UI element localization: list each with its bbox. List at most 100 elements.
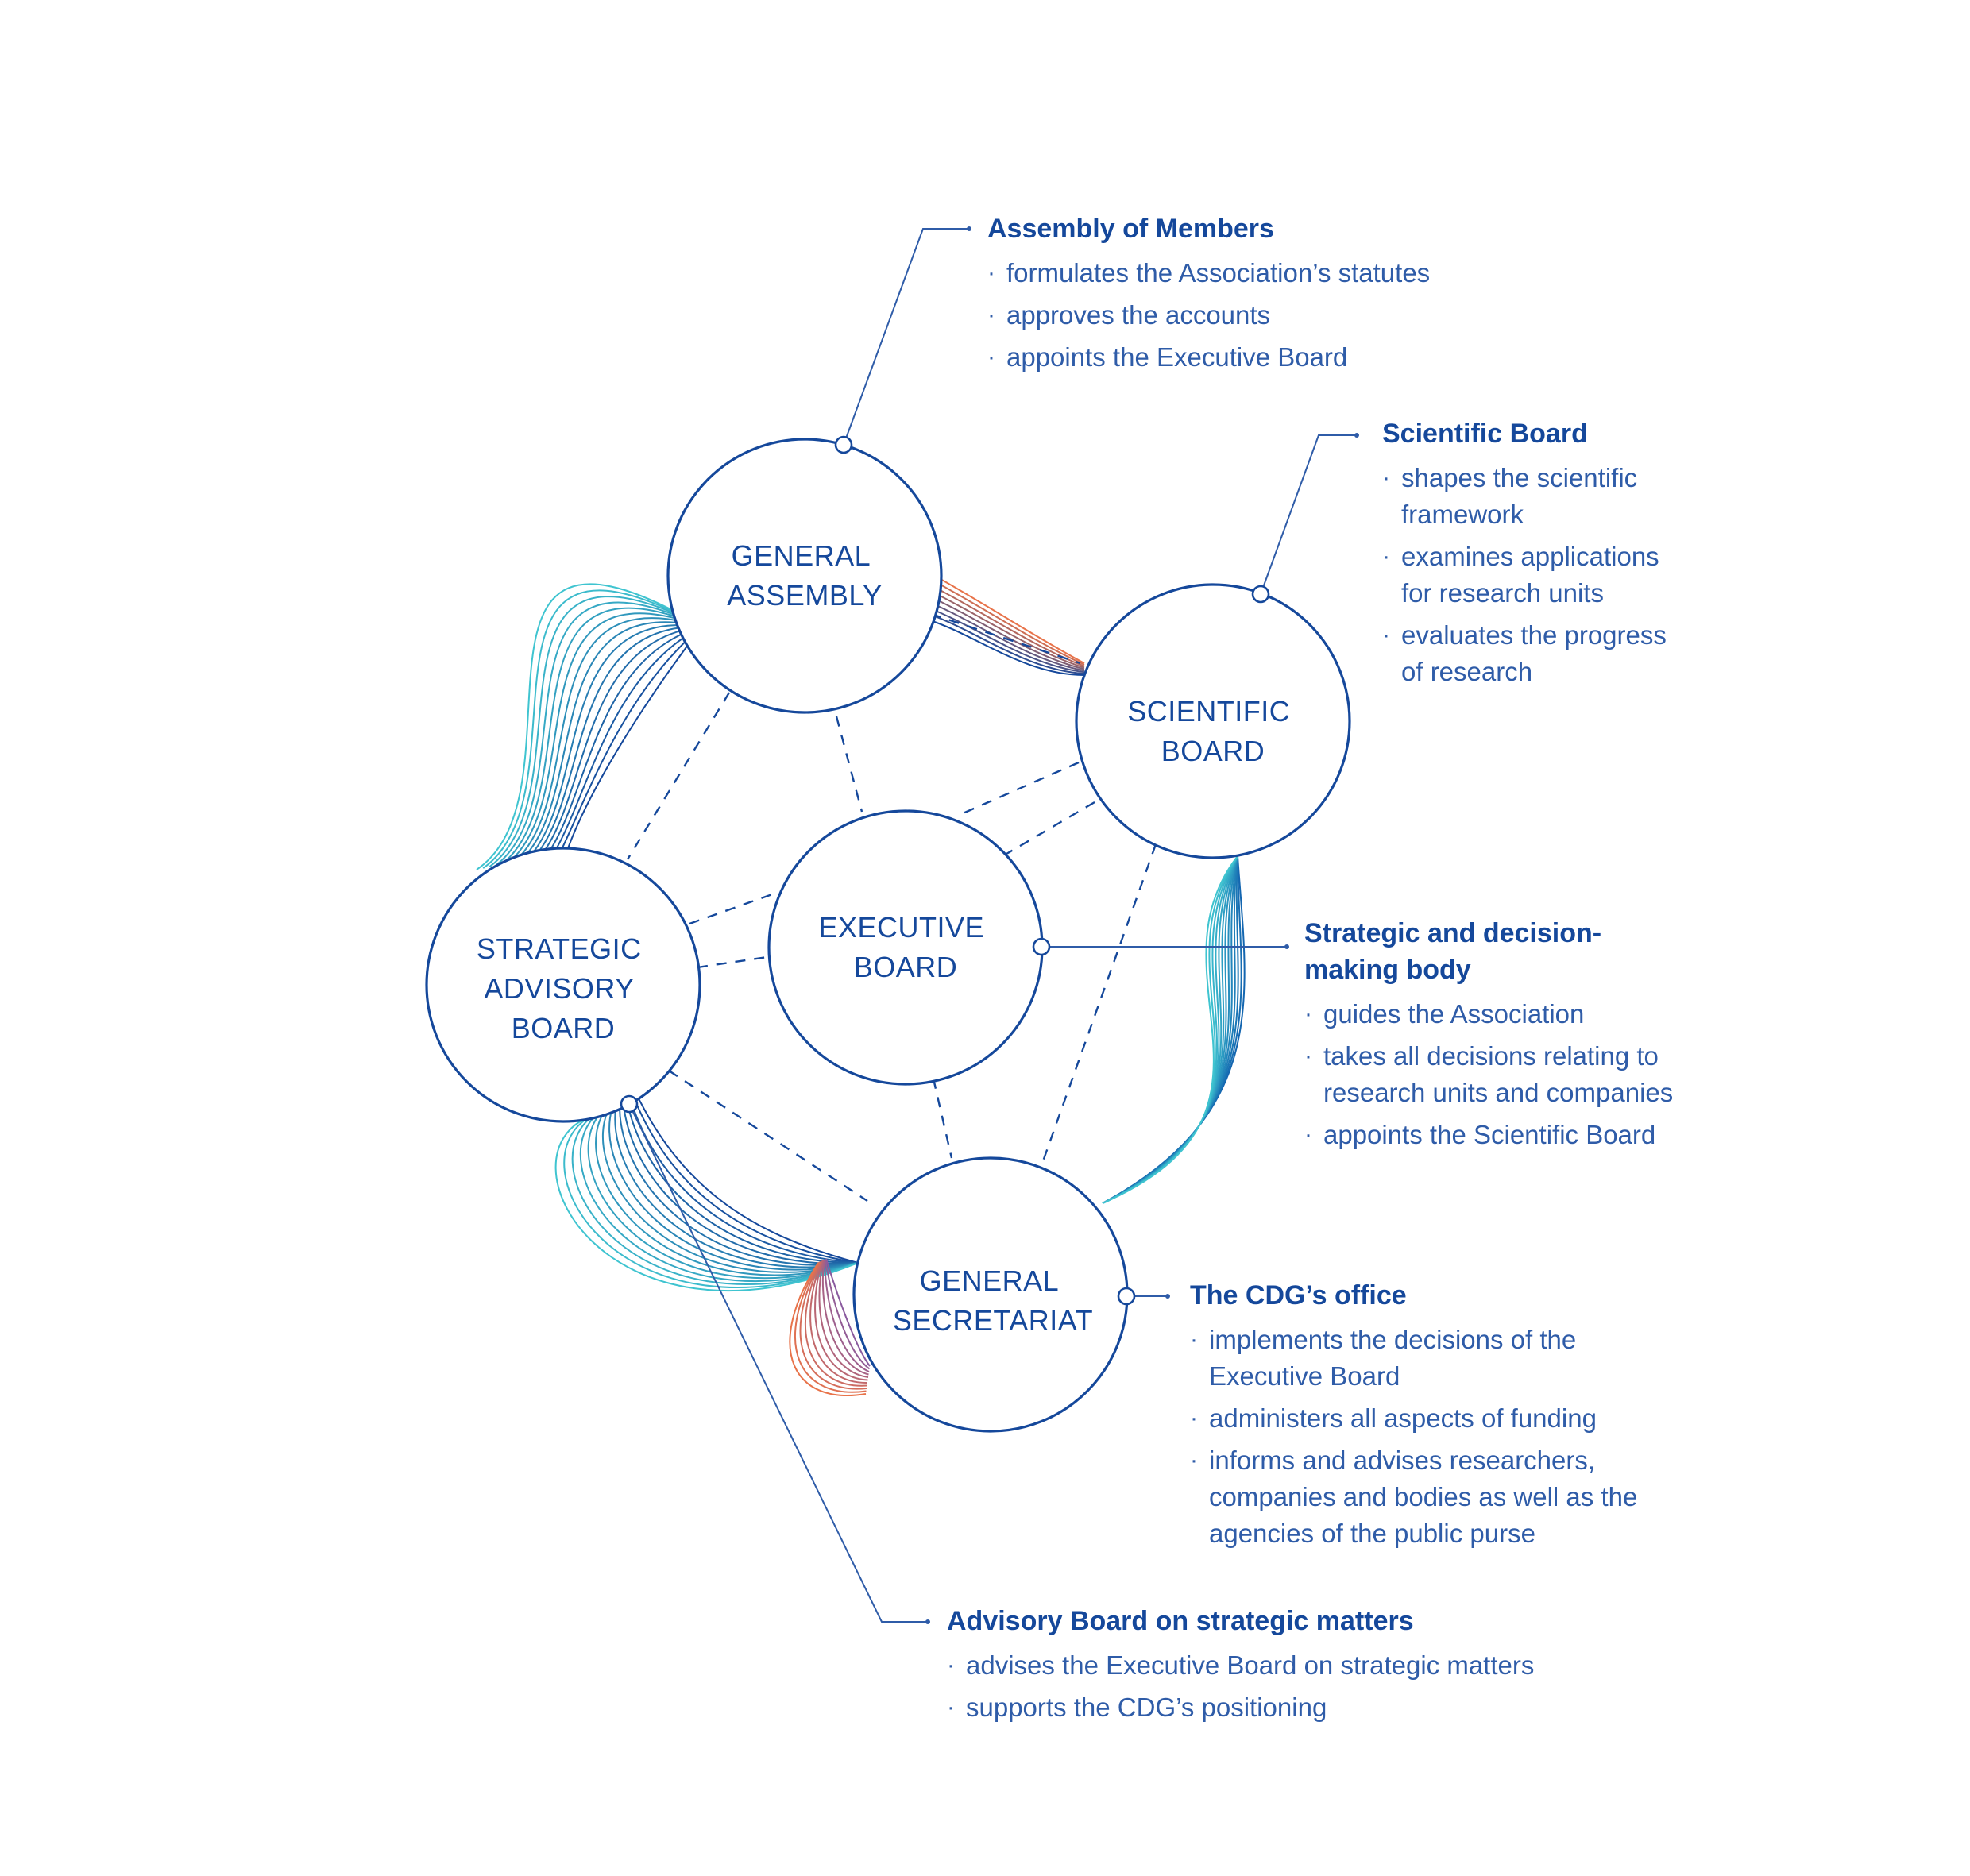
panel-secretariat: The CDG’s office implements the decision… (1190, 1277, 1651, 1558)
wave-sab-gs-orange-strand (804, 1261, 867, 1387)
leader-end-dot-secretariat (1165, 1294, 1170, 1299)
wave-sab-gs-strand (622, 1098, 859, 1264)
panel-advisory: Advisory Board on strategic matters advi… (947, 1603, 1551, 1731)
panel-assembly: Assembly of Members formulates the Assoc… (987, 210, 1543, 381)
panel-assembly-list: formulates the Association’s statutes ap… (987, 255, 1543, 376)
wave-sb-gs-strand (1102, 855, 1238, 1204)
panel-executive: Strategic and decision-making body guide… (1304, 915, 1686, 1159)
wave-ga-sab-strand (527, 624, 687, 859)
wave-ga-sab-strand (496, 601, 680, 866)
wave-sab-gs-strand (614, 1102, 859, 1268)
wave-ga-sab-strand (521, 621, 686, 860)
wave-sab-gs-strand (579, 1110, 859, 1282)
wave-ga-sb-strand (927, 600, 1085, 672)
dashed-line-sb-exec-1 (960, 761, 1080, 816)
panel-advisory-list: advises the Executive Board on strategic… (947, 1647, 1551, 1726)
panel-assembly-title: Assembly of Members (987, 214, 1274, 244)
wave-sab-gs-orange-strand (818, 1260, 869, 1378)
list-item: implements the decisions of the Executiv… (1190, 1322, 1651, 1395)
node-label-general-assembly: GENERAL ASSEMBLY (727, 539, 882, 612)
node-circle-scientific-board (1075, 583, 1351, 859)
anchor-dot-assembly (834, 435, 853, 454)
anchor-dot-secretariat (1117, 1287, 1136, 1306)
wave-sab-gs-orange-strand (789, 1262, 867, 1396)
node-label-general-secretariat: GENERAL SECRETARIAT (893, 1264, 1093, 1337)
decorative-waves (476, 571, 1246, 1396)
wave-sab-gs-strand (632, 1093, 859, 1264)
panel-secretariat-title: The CDG’s office (1190, 1280, 1407, 1310)
wave-ga-sb-strand (927, 595, 1085, 670)
wave-sab-gs-strand (595, 1106, 859, 1276)
panel-secretariat-list: implements the decisions of the Executiv… (1190, 1322, 1651, 1552)
wave-ga-sab-strand (560, 633, 694, 851)
leader-end-dot-assembly (967, 226, 971, 231)
panel-scientific-list: shapes the scientific framework examines… (1382, 460, 1692, 690)
wave-sab-gs-orange-strand (821, 1260, 869, 1376)
dashed-connectors (626, 612, 1157, 1202)
wave-ga-sab-strand (515, 617, 684, 862)
leader-line-assembly (843, 228, 969, 446)
dashed-line-exec-gs (932, 1078, 953, 1159)
list-item: formulates the Association’s statutes (987, 255, 1543, 291)
wave-sab-gs-strand (602, 1105, 859, 1273)
node-circles (425, 438, 1351, 1433)
wave-sab-gs-orange-strand (794, 1261, 867, 1393)
node-label-scientific-board: SCIENTIFIC BOARD (1127, 695, 1299, 767)
wave-ga-sab-strand (508, 612, 683, 863)
wave-ga-sab-strand (554, 631, 693, 852)
list-item: examines applications for research units (1382, 538, 1692, 612)
anchor-dots (620, 435, 1270, 1306)
wave-ga-sb-strand (927, 619, 1085, 676)
dashed-line-ga-exec (835, 716, 863, 813)
list-item: guides the Association (1304, 996, 1686, 1033)
wave-sab-gs-strand (619, 1100, 859, 1266)
dashed-line-sab-exec-1 (689, 892, 775, 925)
wave-sab-gs-orange-strand (824, 1259, 870, 1372)
wave-sab-gs-strand (635, 1091, 859, 1264)
anchor-dot-advisory (620, 1094, 639, 1114)
list-item: administers all aspects of funding (1190, 1400, 1651, 1437)
node-circle-executive-board (767, 809, 1044, 1086)
dashed-line-sb-gs (1041, 843, 1157, 1162)
wave-sab-gs-orange-strand (825, 1259, 871, 1370)
wave-ga-sab-strand (482, 589, 678, 869)
anchor-dot-scientific (1251, 585, 1270, 604)
wave-sab-gs-orange-strand (799, 1261, 867, 1390)
list-item: approves the accounts (987, 297, 1543, 334)
node-circle-strategic-advisory-board (425, 847, 701, 1123)
list-item: supports the CDG’s positioning (947, 1689, 1551, 1726)
list-item: evaluates the progress of research (1382, 617, 1692, 690)
panel-executive-title: Strategic and decision-making body (1304, 918, 1602, 985)
anchor-dot-executive (1032, 937, 1051, 956)
dashed-line-ga-sab (626, 692, 731, 860)
leader-end-dot-scientific (1354, 433, 1359, 438)
wave-ga-sab-strand (547, 629, 692, 854)
panel-executive-list: guides the Association takes all decisio… (1304, 996, 1686, 1153)
list-item: informs and advises researchers, compani… (1190, 1442, 1651, 1552)
leader-line-advisory (628, 1103, 928, 1623)
wave-ga-sb-strand (927, 577, 1085, 666)
panel-scientific-title: Scientific Board (1382, 419, 1588, 449)
wave-sab-gs-strand (625, 1097, 859, 1264)
wave-ga-sab-strand (476, 583, 676, 870)
leader-end-dots (925, 226, 1359, 1624)
wave-sab-gs-strand (587, 1108, 859, 1280)
wave-ga-sb-strand (927, 607, 1085, 674)
leader-line-scientific (1260, 434, 1357, 595)
wave-sab-gs-orange-strand (825, 1258, 871, 1367)
wave-ga-sab-strand (489, 596, 678, 867)
node-label-executive-board: EXECUTIVE BOARD (818, 911, 992, 983)
panel-scientific: Scientific Board shapes the scientific f… (1382, 415, 1692, 696)
wave-sab-gs-strand (608, 1103, 859, 1271)
dashed-line-sb-exec-2 (1002, 801, 1095, 858)
list-item: shapes the scientific framework (1382, 460, 1692, 533)
panel-advisory-title: Advisory Board on strategic matters (947, 1606, 1414, 1636)
dashed-line-ga-sb (930, 612, 1081, 665)
wave-ga-sb-strand (927, 612, 1085, 675)
list-item: appoints the Scientific Board (1304, 1117, 1686, 1153)
node-circle-general-assembly (666, 438, 943, 714)
wave-sab-gs-orange-strand (809, 1260, 868, 1384)
wave-sab-gs-strand (571, 1111, 859, 1285)
wave-sab-gs-strand (563, 1113, 859, 1288)
